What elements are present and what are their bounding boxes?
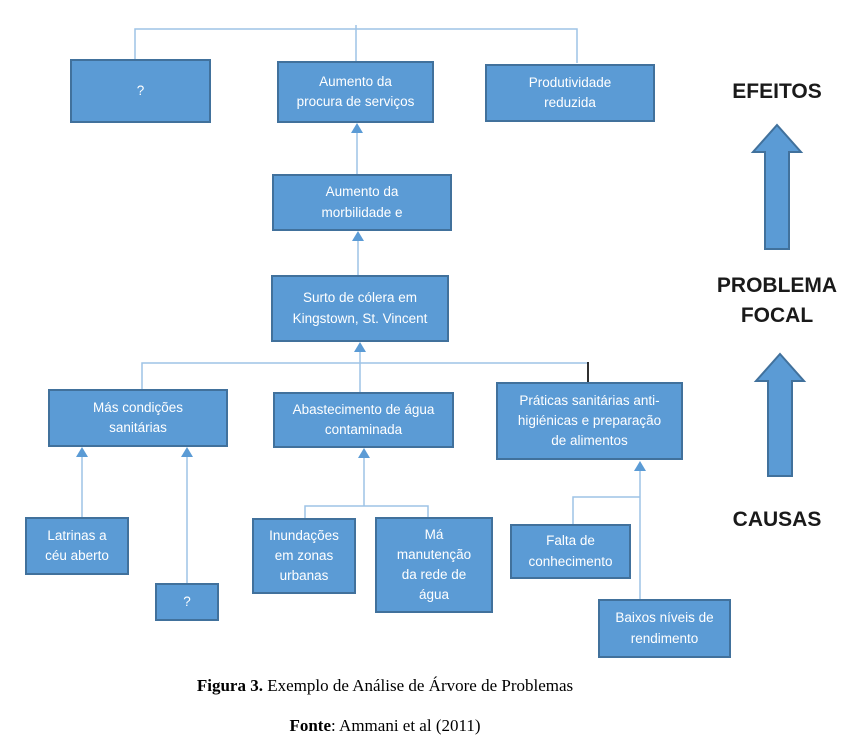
arrowhead-latrinas-to-sanitarias [76,447,88,457]
box-surto-colera-label: Surto de cólera em Kingstown, St. Vincen… [292,290,428,326]
arrowhead-causes-to-outbreak [354,342,366,352]
box-ma-manutencao: Má manutenção da rede de água [375,517,493,613]
connector-praticas-subtree [572,496,640,524]
box-surto-colera: Surto de cólera em Kingstown, St. Vincen… [271,275,449,342]
box-effect-unknown-label: ? [136,82,145,98]
box-falta-conhecimento: Falta de conhecimento [510,524,631,579]
efeitos-up-block-arrow-icon [750,123,804,250]
box-mas-condicoes-label: Más condições sanitárias [92,399,184,435]
box-aumento-procura-label: Aumento da procura de serviços [296,73,415,109]
label-causas-text: CAUSAS [732,508,822,531]
box-inundacoes-label: Inundações em zonas urbanas [269,527,339,584]
label-efeitos: EFEITOS [697,77,857,107]
box-ma-manutencao-label: Má manutenção da rede de água [396,526,472,603]
box-falta-conhecimento-label: Falta de conhecimento [528,533,613,569]
causas-up-block-arrow-icon [753,352,807,477]
arrowhead-morbidity-to-demand [351,123,363,133]
box-produtividade: Produtividade reduzida [485,64,655,122]
box-morbilidade: Aumento da morbilidade e [272,174,452,231]
box-abastecimento: Abastecimento de água contaminada [273,392,454,448]
box-aumento-procura: Aumento da procura de serviços [277,61,434,123]
arrowhead-question-to-sanitarias [181,447,193,457]
box-effect-unknown: ? [70,59,211,123]
arrowhead-subcauses-to-abastecimento [358,448,370,458]
box-inundacoes: Inundações em zonas urbanas [252,518,356,594]
box-morbilidade-label: Aumento da morbilidade e [321,184,403,220]
figure-source-text: : Ammani et al (2011) [331,716,481,735]
box-latrinas: Latrinas a céu aberto [25,517,129,575]
box-praticas-sanitarias: Práticas sanitárias anti- higiénicas e p… [496,382,683,460]
box-produtividade-label: Produtividade reduzida [528,74,612,110]
figure-caption-text: Exemplo de Análise de Árvore de Problema… [262,676,574,695]
label-problema-focal-text: PROBLEMA FOCAL [716,274,838,328]
box-latrinas-label: Latrinas a céu aberto [45,527,109,563]
arrowhead-outbreak-to-morbidity [352,231,364,241]
box-cause-unknown-label: ? [183,593,191,609]
figure-source-label: Fonte [289,716,332,735]
connector-causes-tree [141,362,588,389]
box-abastecimento-label: Abastecimento de água contaminada [292,401,435,437]
box-cause-unknown: ? [155,583,219,621]
box-baixos-niveis-label: Baixos níveis de rendimento [615,610,714,646]
label-problema-focal: PROBLEMA FOCAL [697,271,857,332]
figure-source: Fonte: Ammani et al (2011) [60,716,710,736]
figure-caption: Figura 3. Exemplo de Análise de Árvore d… [60,676,710,696]
label-efeitos-text: EFEITOS [732,80,822,103]
arrowhead-subcauses-to-praticas [634,461,646,471]
label-causas: CAUSAS [697,505,857,535]
box-mas-condicoes: Más condições sanitárias [48,389,228,447]
figure-caption-number: Figura 3. [196,676,263,695]
box-praticas-sanitarias-label: Práticas sanitárias anti- higiénicas e p… [517,392,662,449]
box-baixos-niveis: Baixos níveis de rendimento [598,599,731,658]
connector-abastecimento-subtree [304,505,429,518]
